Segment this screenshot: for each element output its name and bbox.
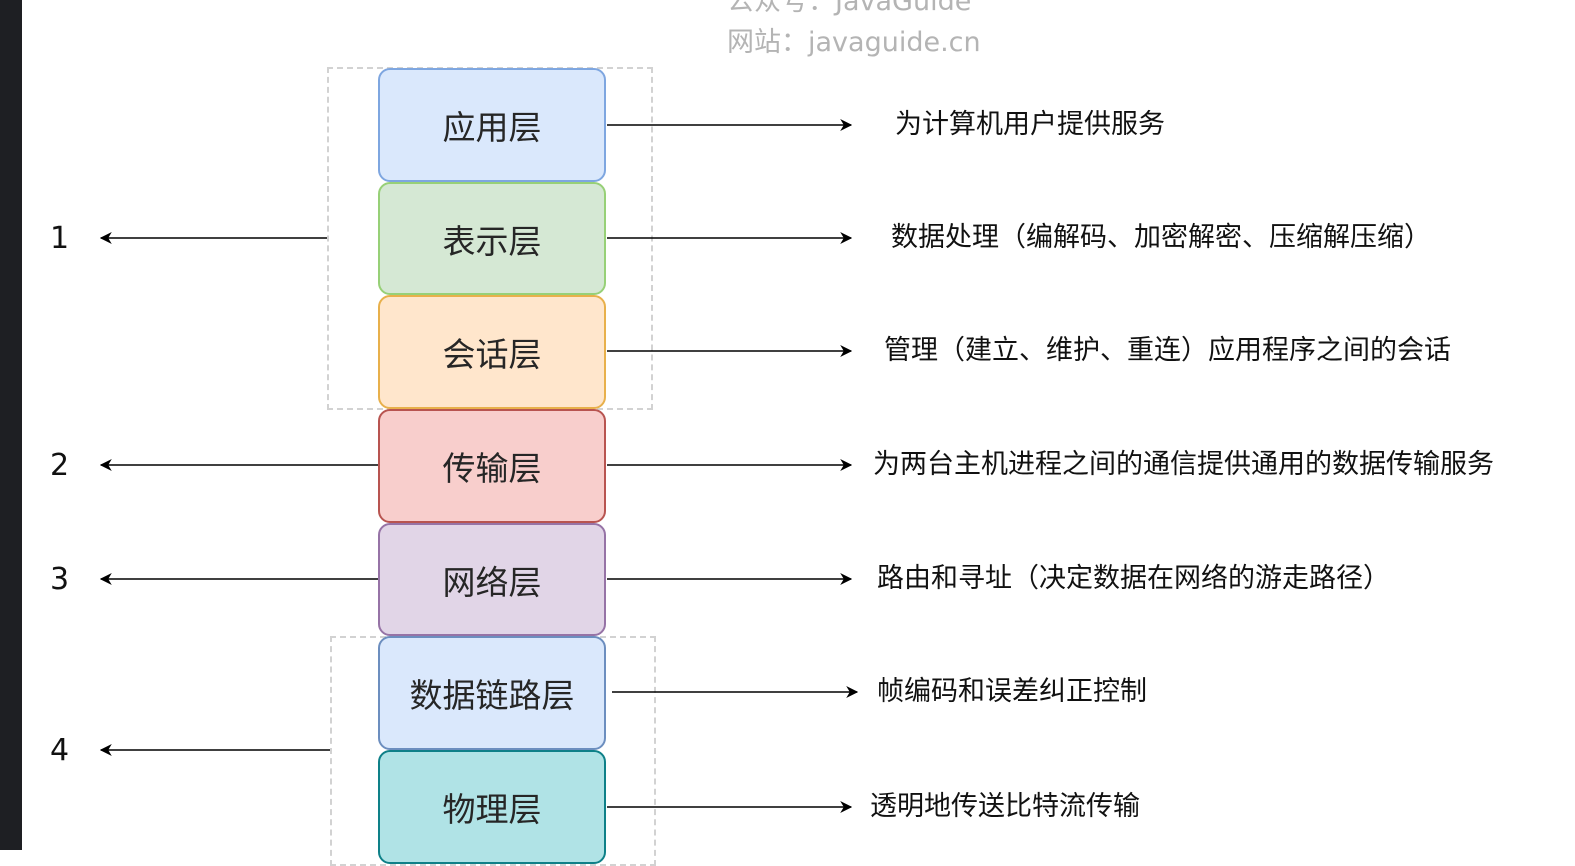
layer-session: 会话层 bbox=[378, 295, 606, 409]
watermark-line-1: 公众号：JavaGuide bbox=[727, 0, 972, 17]
watermark-line-2: 网站：javaguide.cn bbox=[727, 27, 981, 58]
layer-label: 数据链路层 bbox=[409, 676, 575, 715]
layer-label: 网络层 bbox=[442, 562, 542, 602]
desc-presentation: 数据处理（编解码、加密解密、压缩解压缩） bbox=[891, 222, 1431, 253]
desc-data-link: 帧编码和误差纠正控制 bbox=[877, 676, 1147, 707]
layer-transport: 传输层 bbox=[378, 409, 606, 523]
layer-label: 会话层 bbox=[442, 335, 542, 374]
layer-network: 网络层 bbox=[378, 523, 606, 636]
desc-session: 管理（建立、维护、重连）应用程序之间的会话 bbox=[884, 335, 1451, 366]
desc-application: 为计算机用户提供服务 bbox=[895, 109, 1165, 140]
layer-presentation: 表示层 bbox=[378, 182, 606, 295]
group-number-3: 3 bbox=[50, 562, 70, 597]
layer-label: 表示层 bbox=[442, 221, 542, 261]
desc-transport: 为两台主机进程之间的通信提供通用的数据传输服务 bbox=[873, 449, 1494, 480]
layer-label: 应用层 bbox=[442, 108, 542, 147]
layer-label: 物理层 bbox=[442, 790, 542, 829]
left-dark-edge bbox=[0, 0, 22, 850]
layer-label: 传输层 bbox=[442, 449, 542, 488]
group-number-1: 1 bbox=[50, 221, 70, 256]
layer-application: 应用层 bbox=[378, 68, 606, 182]
desc-physical: 透明地传送比特流传输 bbox=[870, 791, 1140, 822]
desc-network: 路由和寻址（决定数据在网络的游走路径） bbox=[877, 563, 1390, 594]
group-number-4: 4 bbox=[50, 733, 70, 768]
layer-physical: 物理层 bbox=[378, 750, 606, 864]
layer-data-link: 数据链路层 bbox=[378, 636, 606, 750]
group-number-2: 2 bbox=[50, 448, 70, 483]
